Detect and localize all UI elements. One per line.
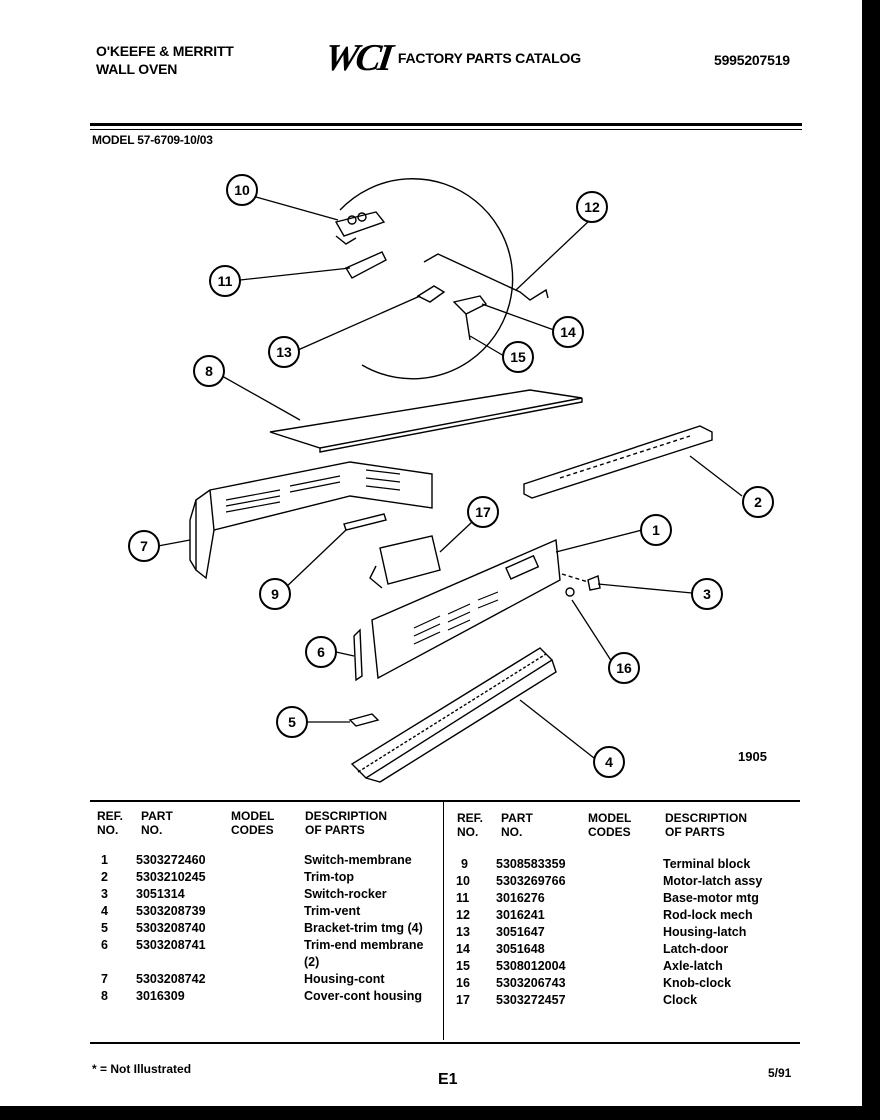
svg-text:17: 17	[475, 504, 491, 520]
callout-4: 4	[593, 746, 625, 778]
catalog-page: O'KEEFE & MERRITT WALL OVEN WCI FACTORY …	[0, 0, 862, 1106]
product-type: WALL OVEN	[96, 61, 178, 77]
svg-text:12: 12	[584, 199, 600, 215]
callout-5: 5	[276, 706, 308, 738]
svg-text:10: 10	[234, 182, 250, 198]
svg-text:14: 14	[560, 324, 576, 340]
callout-12: 12	[576, 191, 608, 223]
not-illustrated-note: * = Not Illustrated	[92, 1062, 192, 1076]
catalog-title-text: FACTORY PARTS CATALOG	[397, 50, 581, 66]
page-id: E1	[438, 1071, 458, 1088]
exploded-parts-diagram: 1 2 3 4 5 6 7 8 9 10 11 12 13 14 15 16 1…	[128, 174, 774, 783]
cover-cont-housing-part	[269, 389, 583, 449]
callout-leaders	[157, 196, 743, 759]
callout-10: 10	[226, 174, 258, 206]
svg-text:16: 16	[616, 660, 632, 676]
motor-latch-assy-part	[334, 211, 386, 245]
table-top-rule	[90, 800, 800, 802]
base-motor-mtg-part	[344, 251, 387, 279]
knob-clock-part	[565, 587, 575, 597]
table-column-divider	[443, 800, 444, 1040]
axle-latch-part	[465, 313, 471, 341]
brand-block: O'KEEFE & MERRITT WALL OVEN	[96, 42, 234, 78]
ref-no-header: REF.NO.	[97, 809, 124, 837]
housing-cont-part	[209, 461, 433, 531]
callout-14: 14	[552, 316, 584, 348]
clock-part	[379, 535, 441, 585]
svg-text:11: 11	[218, 273, 233, 289]
model-number: MODEL 57-6709-10/03	[92, 133, 213, 147]
switch-membrane-part	[371, 538, 561, 680]
callout-8: 8	[193, 355, 225, 387]
callouts: 1 2 3 4 5 6 7 8 9 10 11 12 13 14 15 16 1…	[128, 174, 774, 778]
callout-9: 9	[259, 578, 291, 610]
svg-text:2: 2	[754, 494, 762, 510]
header-rule	[90, 123, 802, 126]
latch-door-part	[452, 295, 488, 315]
callout-17: 17	[467, 496, 499, 528]
svg-text:3: 3	[703, 586, 711, 602]
svg-text:7: 7	[140, 538, 148, 554]
callout-3: 3	[691, 578, 723, 610]
latch-detail-circle	[339, 178, 514, 380]
terminal-block-part	[343, 513, 387, 531]
callout-15: 15	[502, 341, 534, 373]
svg-text:13: 13	[276, 344, 292, 360]
callout-1: 1	[640, 514, 672, 546]
callout-7: 7	[128, 530, 160, 562]
ref-no-header: REF.NO.	[457, 811, 484, 839]
svg-text:9: 9	[271, 586, 279, 602]
callout-13: 13	[268, 336, 300, 368]
svg-text:15: 15	[510, 349, 526, 365]
catalog-title: WCI FACTORY PARTS CATALOG	[322, 37, 581, 79]
callout-2: 2	[742, 486, 774, 518]
header-rule-thin	[90, 129, 802, 130]
svg-text:8: 8	[205, 363, 213, 379]
callout-6: 6	[305, 636, 337, 668]
switch-rocker-part	[587, 575, 601, 591]
callout-11: 11	[209, 265, 241, 297]
figure-number: 1905	[738, 749, 767, 764]
trim-end-membrane-part	[353, 628, 363, 682]
brand-name: O'KEEFE & MERRITT	[96, 43, 234, 59]
rod-lock-mech-part	[423, 253, 549, 301]
svg-text:6: 6	[317, 644, 325, 660]
revision-date: 5/91	[768, 1066, 792, 1080]
svg-text:1: 1	[652, 522, 660, 538]
trim-top-part	[523, 425, 713, 499]
wci-logo: WCI	[322, 37, 393, 79]
svg-text:5: 5	[288, 714, 296, 730]
housing-latch-part	[416, 285, 446, 303]
svg-text:4: 4	[605, 754, 613, 770]
table-bottom-rule	[90, 1042, 800, 1044]
document-number: 5995207519	[714, 52, 790, 68]
bracket-trim-part	[348, 713, 380, 727]
callout-16: 16	[608, 652, 640, 684]
